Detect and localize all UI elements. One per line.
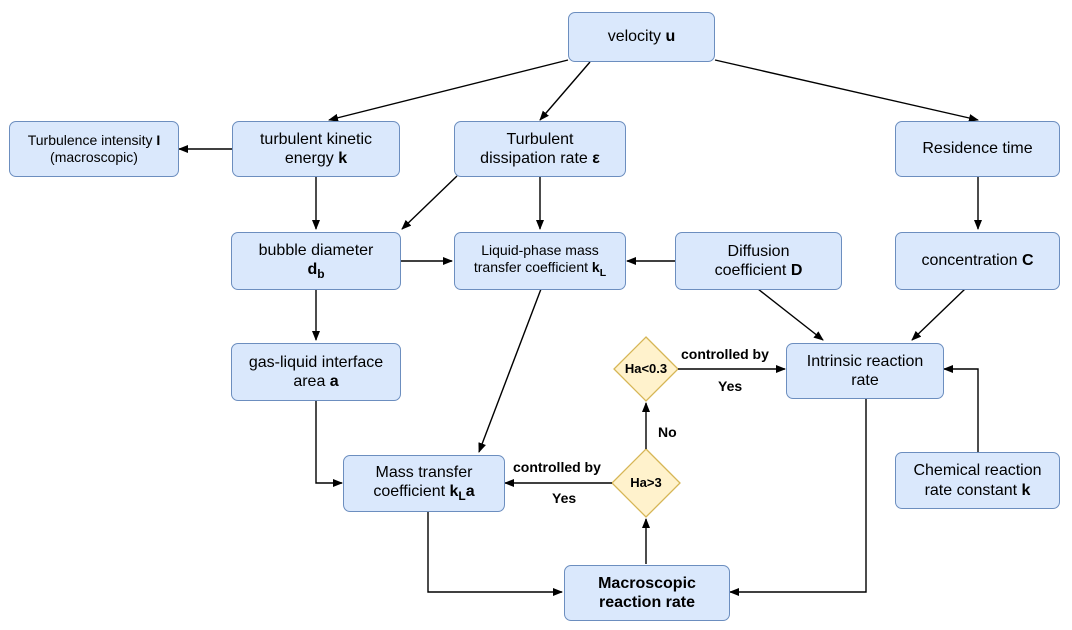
diffusion-line1: Diffusion — [727, 242, 790, 260]
residence-time-node: Residence time — [895, 121, 1060, 177]
turbulence-intensity-var: I — [156, 132, 161, 149]
no-label: No — [658, 424, 677, 440]
edge-chemical-intrinsic — [943, 365, 979, 452]
ha-high-diamond — [611, 448, 681, 518]
mass-transfer-coefficient-node: Mass transfer coefficient kLa — [343, 455, 505, 512]
turbulent-kinetic-energy-node: turbulent kinetic energy k — [232, 121, 400, 177]
edge-velocity-tke — [328, 59, 569, 122]
edge-dissipation-bubble — [401, 175, 458, 230]
interface-area-line1: gas-liquid interface — [248, 353, 384, 371]
mtc-sub: L — [458, 489, 466, 504]
controlled-by-label-top: controlled by — [681, 346, 769, 362]
mtc-line1: Mass transfer — [375, 464, 473, 482]
edge-concentration-intrinsic — [911, 288, 966, 341]
diffusion-coefficient-node: Diffusion coefficient D — [675, 232, 842, 290]
diffusion-var: D — [790, 262, 803, 279]
liquid-phase-mtc-node: Liquid-phase mass transfer coefficient k… — [454, 232, 626, 290]
turbulence-intensity-node: Turbulence intensity I (macroscopic) — [9, 121, 179, 177]
bubble-diameter-label: bubble diameter — [258, 241, 374, 259]
liquid-mtc-sub: L — [599, 267, 607, 279]
yes-label-top: Yes — [718, 378, 743, 394]
interface-area-node: gas-liquid interface area a — [231, 343, 401, 401]
chemical-rate-constant-node: Chemical reaction rate constant k — [895, 452, 1060, 509]
turbulent-dissipation-node: Turbulent dissipation rate ε — [454, 121, 626, 177]
tke-line1: turbulent kinetic — [259, 130, 373, 148]
ha-low-label: Ha<0.3 — [624, 361, 668, 376]
ha-low-diamond — [613, 336, 679, 402]
turbulence-intensity-label: Turbulence intensity — [27, 132, 157, 149]
chemical-line1: Chemical reaction — [913, 462, 1042, 480]
macroscopic-line1: Macroscopic — [598, 574, 696, 592]
bubble-diameter-sub: b — [317, 266, 325, 281]
concentration-node: concentration C — [895, 232, 1060, 290]
edge-interface-mtc — [315, 400, 343, 487]
intrinsic-line2: rate — [851, 372, 879, 389]
liquid-mtc-line2: transfer coefficient — [473, 259, 592, 276]
velocity-node: velocity u — [568, 12, 715, 62]
bubble-diameter-node: bubble diameter db — [231, 232, 401, 290]
ha-high-label: Ha>3 — [630, 475, 662, 490]
intrinsic-line1: Intrinsic reaction — [806, 352, 924, 370]
velocity-var: u — [665, 28, 676, 46]
macroscopic-rate-node: Macroscopic reaction rate — [564, 565, 730, 621]
chemical-line2: rate constant — [924, 481, 1022, 499]
edge-mtc-macroscopic — [427, 512, 563, 596]
yes-label-bottom: Yes — [552, 490, 577, 506]
edge-liquidmtc-mtc — [478, 288, 542, 453]
bubble-diameter-var: d — [307, 260, 318, 278]
liquid-mtc-var: k — [591, 259, 600, 276]
intrinsic-rate-node: Intrinsic reaction rate — [786, 343, 944, 399]
concentration-var: C — [1021, 252, 1034, 270]
velocity-label: velocity — [607, 28, 666, 46]
liquid-mtc-line1: Liquid-phase mass — [481, 242, 599, 259]
mtc-var2: a — [465, 483, 475, 501]
edge-velocity-dissipation — [539, 61, 591, 121]
interface-area-line2: area — [293, 373, 330, 390]
tke-line2: energy — [284, 150, 339, 167]
edge-intrinsic-macroscopic — [729, 398, 867, 596]
diffusion-line2: coefficient — [714, 262, 791, 279]
edge-velocity-residence — [714, 59, 979, 122]
dissipation-var: ε — [592, 150, 600, 167]
mtc-line2: coefficient — [373, 483, 450, 501]
interface-area-var: a — [329, 373, 339, 390]
tke-var: k — [338, 150, 348, 167]
dissipation-line2: dissipation rate — [480, 150, 593, 167]
mtc-var: k — [449, 483, 459, 501]
concentration-label: concentration — [921, 252, 1022, 270]
macroscopic-line2: reaction rate — [598, 594, 696, 611]
chemical-var: k — [1021, 481, 1031, 499]
controlled-by-label-bottom: controlled by — [513, 459, 601, 475]
dissipation-line1: Turbulent — [506, 130, 574, 148]
edge-diffusion-intrinsic — [757, 288, 824, 341]
turbulence-intensity-qualifier: (macroscopic) — [50, 149, 138, 165]
residence-time-label: Residence time — [922, 140, 1033, 158]
